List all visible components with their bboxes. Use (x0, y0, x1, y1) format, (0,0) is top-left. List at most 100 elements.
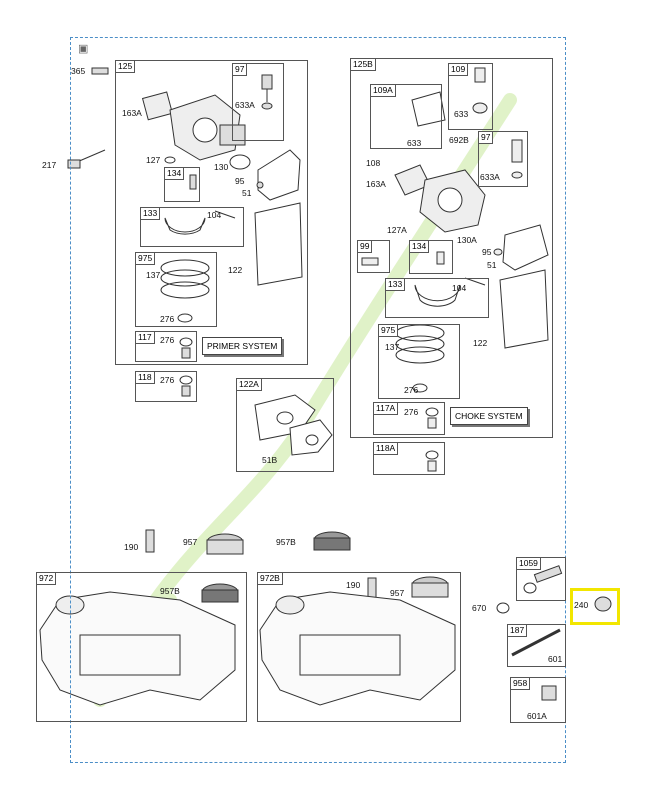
kit-125-box: 125 (115, 60, 308, 365)
part-label: 957B (276, 537, 296, 547)
box-tag: 118 (135, 371, 155, 385)
kit-125b-box: 125B (350, 58, 553, 438)
box-tag: 118A (373, 442, 399, 456)
part-label: 276 (160, 335, 175, 345)
kit-975-box: 975 (135, 252, 217, 327)
kit-1059-box: 1059 (516, 557, 566, 601)
highlight-240 (570, 588, 620, 625)
kit-117-box: 117 (135, 331, 197, 362)
kit-958-box: 958 (510, 677, 566, 723)
part-label: 127A (387, 225, 407, 235)
box-tag: 109 (448, 63, 469, 77)
part-label: 163A (122, 108, 142, 118)
part-label: 130A (457, 235, 477, 245)
part-label: 122 (473, 338, 488, 348)
part-label: 240 (574, 600, 589, 610)
box-tag: 972B (257, 572, 283, 586)
part-label: 601A (527, 711, 547, 721)
box-tag: 125B (350, 58, 376, 72)
kit-118a-box: 118A (373, 442, 445, 475)
kit-97b-box: 97 (478, 131, 528, 187)
kit-109-box: 109 (448, 63, 493, 130)
kit-133-box: 133 (140, 207, 244, 247)
box-tag: 97 (232, 63, 248, 77)
part-label: 601 (548, 654, 563, 664)
box-tag: 134 (409, 240, 430, 254)
box-tag: 117A (373, 402, 399, 416)
part-label: 137 (146, 270, 161, 280)
tank-972b-box: 972B (257, 572, 461, 722)
part-label: 137 (385, 342, 400, 352)
kit-134b-box: 134 (409, 240, 453, 274)
part-label: 51B (262, 455, 278, 465)
box-tag: 97 (478, 131, 494, 145)
part-label: 633A (235, 100, 255, 110)
fuel-tank-972b (259, 591, 456, 706)
part-label: 217 (42, 160, 57, 170)
part-label: 692B (449, 135, 469, 145)
box-tag: 134 (164, 167, 185, 181)
kit-118-box: 118 (135, 371, 197, 402)
box-tag: 109A (370, 84, 396, 98)
part-label: 633 (454, 109, 469, 119)
fuel-caps (145, 529, 449, 603)
kit-109a-box: 109A (370, 84, 442, 149)
part-label: 633 (407, 138, 422, 148)
box-tag: 122A (236, 378, 262, 392)
part-label: 130 (214, 162, 229, 172)
part-label: 957B (160, 586, 180, 596)
diagram-frame (70, 37, 566, 763)
part-label: 104 (452, 283, 467, 293)
part-label: 276 (404, 407, 419, 417)
part-label: 957 (390, 588, 405, 598)
kit-134-box: 134 (164, 167, 200, 202)
part-label: 95 (235, 176, 245, 186)
kit-975b-box: 975 (378, 324, 460, 399)
image-icon: ▣ (78, 43, 89, 55)
kit-117a-box: 117A (373, 402, 445, 435)
part-label: 633A (480, 172, 500, 182)
part-label: 51 (487, 260, 497, 270)
box-tag: 99 (357, 240, 373, 254)
kit-99-box: 99 (357, 240, 390, 273)
box-tag: 133 (140, 207, 161, 221)
part-label: 670 (472, 603, 487, 613)
box-tag: 1059 (516, 557, 541, 571)
part-label: 276 (404, 385, 419, 395)
box-tag: 975 (378, 324, 399, 338)
part-label: 190 (124, 542, 139, 552)
primer-small-parts (160, 74, 303, 397)
part-label: 127 (146, 155, 161, 165)
fuel-line-parts (496, 565, 612, 701)
carburetor-choke (361, 67, 549, 472)
primer-system-label: PRIMER SYSTEM (202, 337, 283, 355)
part-label: 108 (366, 158, 381, 168)
part-label: 122 (228, 265, 243, 275)
part-label: 365 (71, 66, 86, 76)
part-label: 163A (366, 179, 386, 189)
gasket-122a (254, 394, 333, 456)
kit-133b-box: 133 (385, 278, 489, 318)
box-tag: 125 (115, 60, 136, 74)
carburetor-primer (141, 91, 246, 161)
linkage-parts (67, 67, 109, 169)
choke-system-label: CHOKE SYSTEM (450, 407, 528, 425)
box-tag: 975 (135, 252, 156, 266)
fuel-tank-972 (39, 591, 236, 706)
box-tag: 133 (385, 278, 406, 292)
box-tag: 187 (507, 624, 528, 638)
box-tag: 117 (135, 331, 155, 345)
part-label: 957 (183, 537, 198, 547)
kit-97-box: 97 (232, 63, 284, 141)
part-label: 104 (207, 210, 222, 220)
part-label: 95 (482, 247, 492, 257)
kit-187-box: 187 (507, 624, 566, 667)
part-label: 276 (160, 375, 175, 385)
part-label: 51 (242, 188, 252, 198)
box-tag: 958 (510, 677, 531, 691)
tank-972-box: 972 (36, 572, 247, 722)
kit-122a-box: 122A (236, 378, 334, 472)
part-label: 276 (160, 314, 175, 324)
